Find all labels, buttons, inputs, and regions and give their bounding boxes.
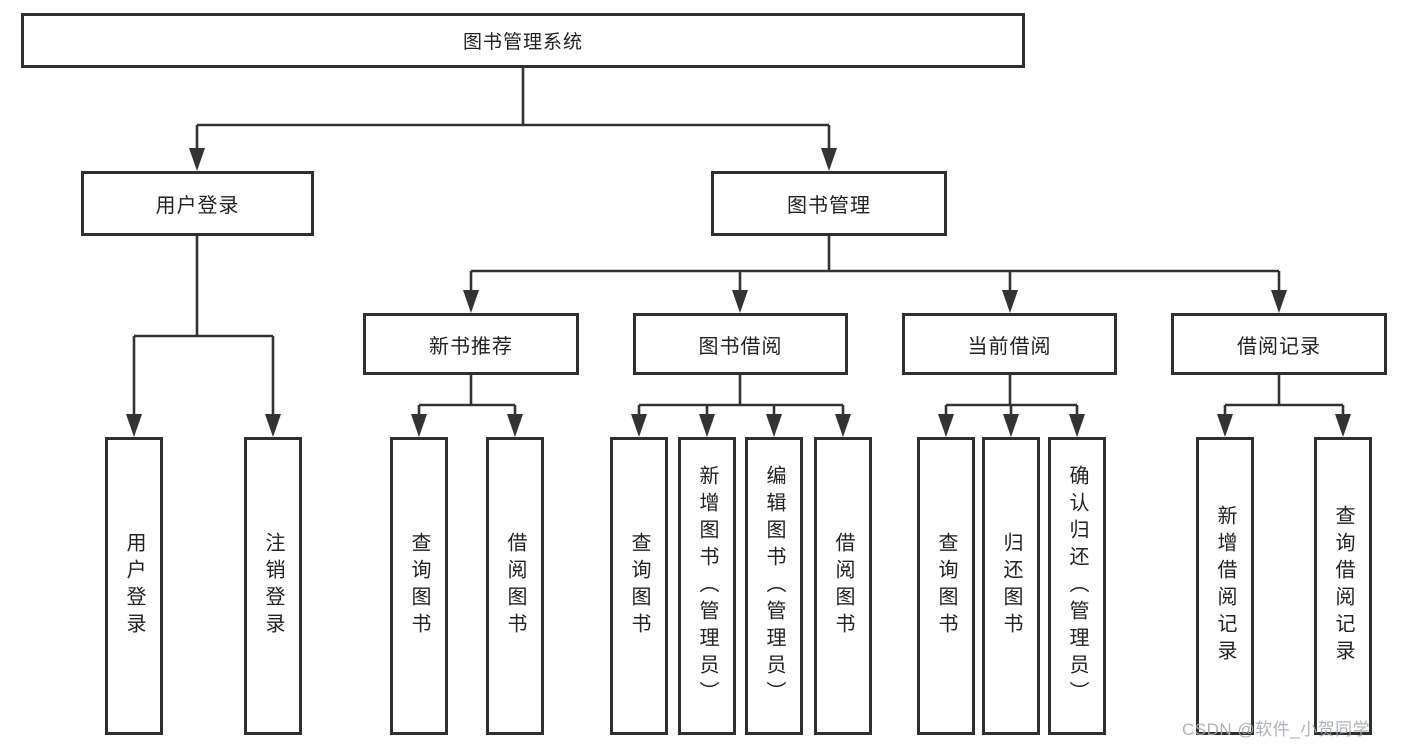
leaf-bb-query-book: 查询图书 bbox=[610, 437, 668, 735]
leaf-bb-borrow-book: 借阅图书 bbox=[814, 437, 872, 735]
leaf-cb-return-book: 归还图书 bbox=[982, 437, 1040, 735]
node-book-management: 图书管理 bbox=[711, 171, 947, 236]
node-user-login: 用户登录 bbox=[81, 171, 314, 236]
node-library-system: 图书管理系统 bbox=[21, 13, 1025, 68]
node-label: 图书管理系统 bbox=[462, 32, 583, 53]
node-label: 注销登录 bbox=[262, 532, 284, 640]
node-label: 图书借阅 bbox=[698, 335, 783, 358]
leaf-user-login: 用户登录 bbox=[105, 437, 163, 735]
node-label: 新增借阅记录 bbox=[1214, 505, 1236, 667]
node-label: 用户登录 bbox=[123, 532, 145, 640]
leaf-br-add-record: 新增借阅记录 bbox=[1196, 437, 1254, 735]
node-label: 查询图书 bbox=[935, 532, 957, 640]
node-label: 编辑图书（管理员） bbox=[763, 464, 785, 708]
node-label: 借阅图书 bbox=[504, 532, 526, 640]
node-label: 确认归还（管理员） bbox=[1066, 464, 1088, 708]
leaf-cb-confirm-return-admin: 确认归还（管理员） bbox=[1048, 437, 1106, 735]
node-new-book-recommendation: 新书推荐 bbox=[363, 313, 579, 375]
node-label: 查询图书 bbox=[408, 532, 430, 640]
node-label: 归还图书 bbox=[1000, 532, 1022, 640]
leaf-br-query-record: 查询借阅记录 bbox=[1314, 437, 1372, 735]
leaf-logout-login: 注销登录 bbox=[244, 437, 302, 735]
node-label: 当前借阅 bbox=[967, 335, 1052, 358]
node-label: 借阅记录 bbox=[1237, 335, 1321, 358]
leaf-nb-borrow-book: 借阅图书 bbox=[486, 437, 544, 735]
leaf-bb-add-book-admin: 新增图书（管理员） bbox=[678, 437, 736, 735]
node-label: 新增图书（管理员） bbox=[696, 464, 718, 708]
node-label: 查询借阅记录 bbox=[1332, 505, 1354, 667]
node-borrowing-records: 借阅记录 bbox=[1171, 313, 1387, 375]
node-label: 用户登录 bbox=[155, 195, 240, 217]
node-book-borrowing: 图书借阅 bbox=[633, 313, 848, 375]
node-current-borrowing: 当前借阅 bbox=[902, 313, 1117, 375]
node-label: 新书推荐 bbox=[429, 335, 513, 358]
node-label: 查询图书 bbox=[628, 532, 650, 640]
watermark: CSDN @软件_小贺同学 bbox=[1182, 720, 1371, 739]
node-label: 图书管理 bbox=[787, 195, 871, 217]
leaf-cb-query-book: 查询图书 bbox=[917, 437, 975, 735]
leaf-bb-edit-book-admin: 编辑图书（管理员） bbox=[745, 437, 803, 735]
node-label: 借阅图书 bbox=[832, 532, 854, 640]
leaf-nb-query-book: 查询图书 bbox=[390, 437, 448, 735]
